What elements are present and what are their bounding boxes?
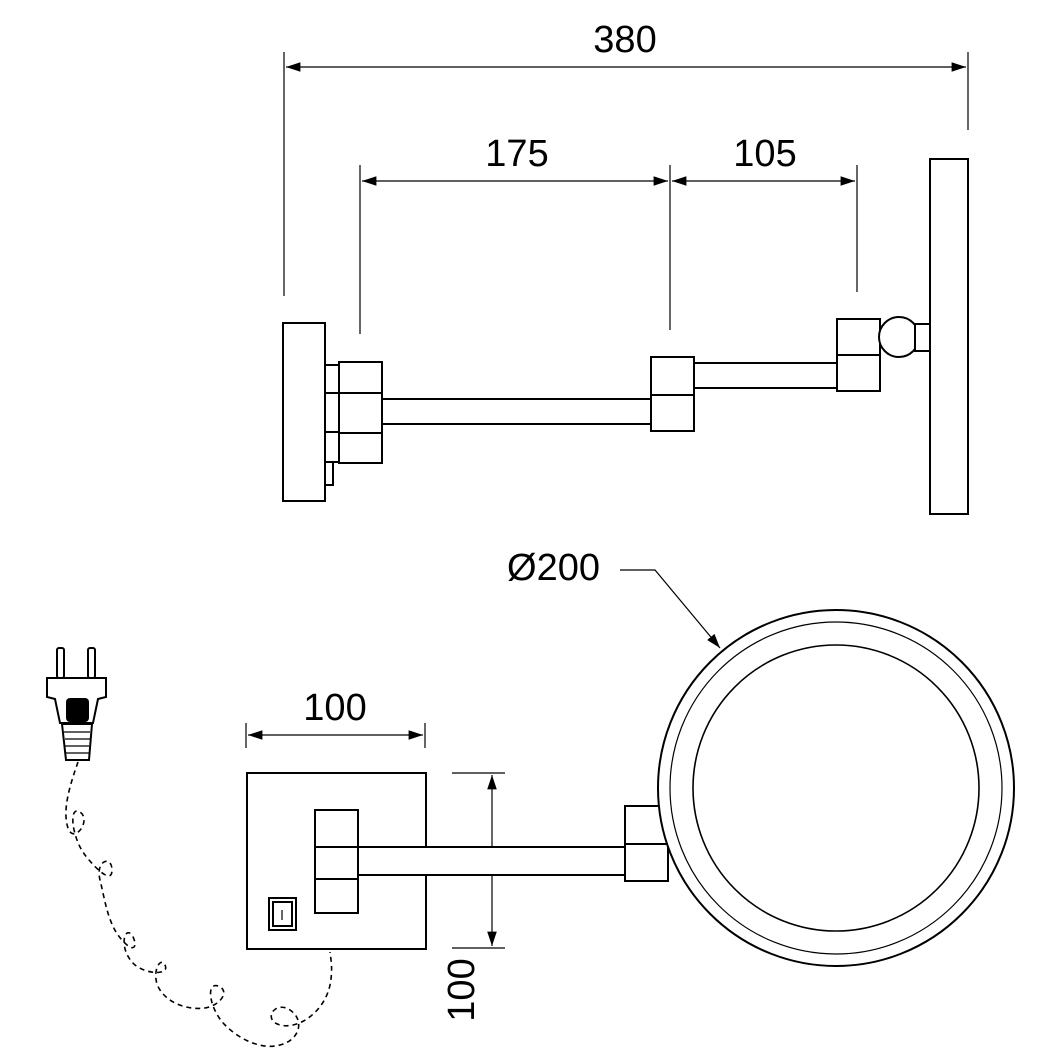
ball-neck: [914, 323, 931, 352]
joint-lower-side: [650, 394, 695, 432]
power-cord: [65, 761, 333, 1048]
dimension-overall: 380: [283, 19, 969, 296]
side-view: 380 175 105: [282, 19, 969, 515]
dimension-plate-width: 100: [245, 687, 426, 748]
dimension-arm-1: 175: [359, 133, 671, 334]
front-collar-middle: [314, 846, 359, 880]
joint-upper-side: [650, 356, 695, 396]
dimension-diameter-label: Ø200: [507, 547, 600, 589]
dimension-plate-height-label: 100: [441, 958, 483, 1021]
front-collar-upper: [314, 809, 359, 848]
mirror-outer-ring: [657, 609, 1015, 967]
arm-2-side: [693, 362, 838, 389]
wall-plate-side: [282, 322, 326, 502]
mirror-ring-line: [669, 621, 1003, 955]
head-joint-lower: [836, 354, 881, 392]
switch-icon: [268, 897, 297, 931]
dimension-diameter: Ø200: [507, 547, 721, 649]
dimension-arm-1-label: 175: [485, 133, 548, 175]
arm-1-side: [381, 398, 653, 425]
collar-lower: [338, 432, 383, 464]
collar-middle: [338, 392, 383, 434]
mirror-glass: [692, 644, 980, 932]
dimension-arm-2: 105: [672, 133, 858, 292]
dimension-arm-2-label: 105: [733, 133, 796, 175]
head-joint-upper: [836, 318, 881, 356]
front-collar-lower: [314, 878, 359, 914]
arm-front: [357, 846, 627, 876]
front-view: Ø200 100 100: [46, 547, 1015, 1048]
dimension-plate-width-label: 100: [303, 687, 366, 729]
dimension-overall-label: 380: [593, 19, 656, 61]
dimension-plate-height: 100: [441, 772, 505, 1022]
collar-upper: [338, 361, 383, 394]
plug-icon: [46, 647, 107, 761]
mirror-edge-side: [929, 158, 969, 515]
ball-joint: [878, 316, 920, 358]
front-joint-lower: [624, 843, 669, 882]
